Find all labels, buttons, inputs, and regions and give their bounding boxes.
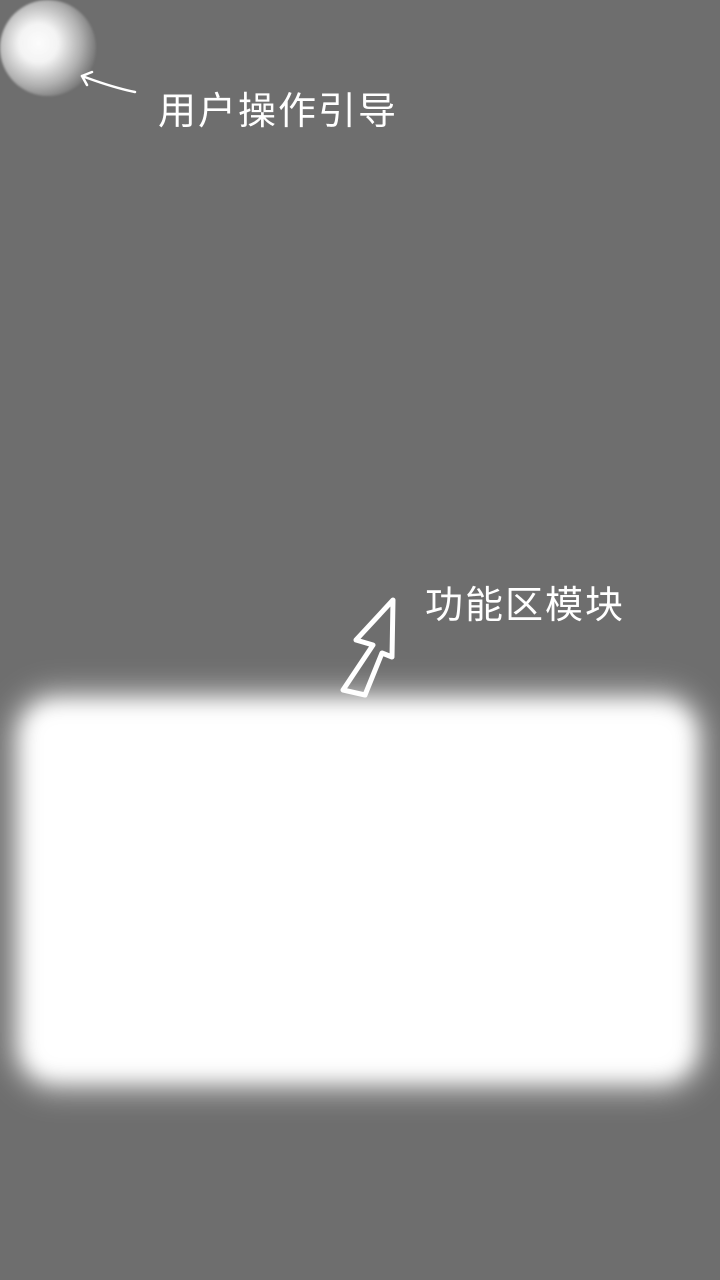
- user-operation-guide-text: 用户操作引导: [158, 89, 399, 133]
- function-module-area[interactable]: [46, 724, 670, 1058]
- top-highlight-spot: [0, 0, 96, 96]
- function-module-guide-text: 功能区模块: [425, 583, 626, 627]
